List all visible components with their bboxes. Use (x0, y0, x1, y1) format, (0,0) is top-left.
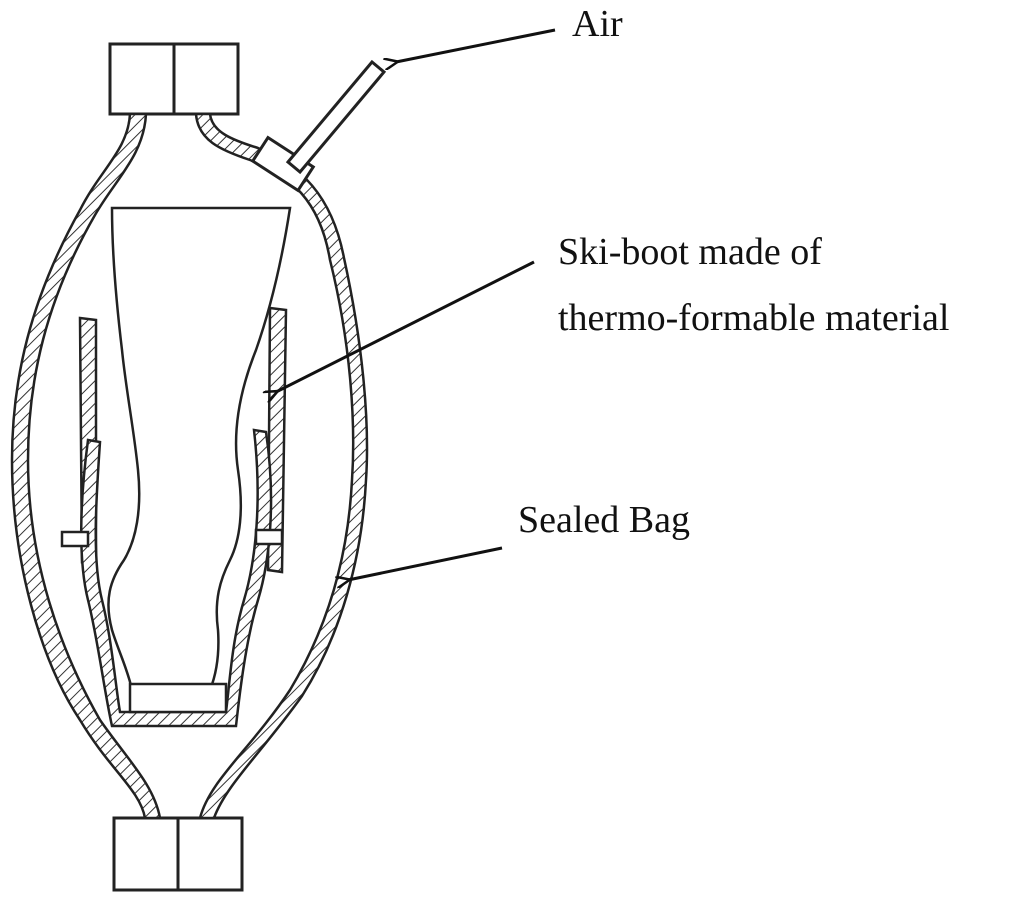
sealed-bag-label: Sealed Bag (518, 499, 690, 541)
top-clamp (108, 42, 240, 116)
ski-boot-label-line2: thermo-formable material (558, 297, 949, 339)
air-label: Air (572, 3, 623, 45)
air-arrow (396, 28, 556, 62)
bottom-clamp (112, 816, 244, 892)
ski-boot-arrow (276, 260, 535, 392)
ski-boot-label-line1: Ski-boot made of (558, 231, 822, 273)
ski-boot-shell (60, 306, 288, 728)
air-valve (250, 59, 387, 193)
sealed-bag-arrow (348, 546, 503, 580)
sealed-bag (10, 112, 369, 820)
